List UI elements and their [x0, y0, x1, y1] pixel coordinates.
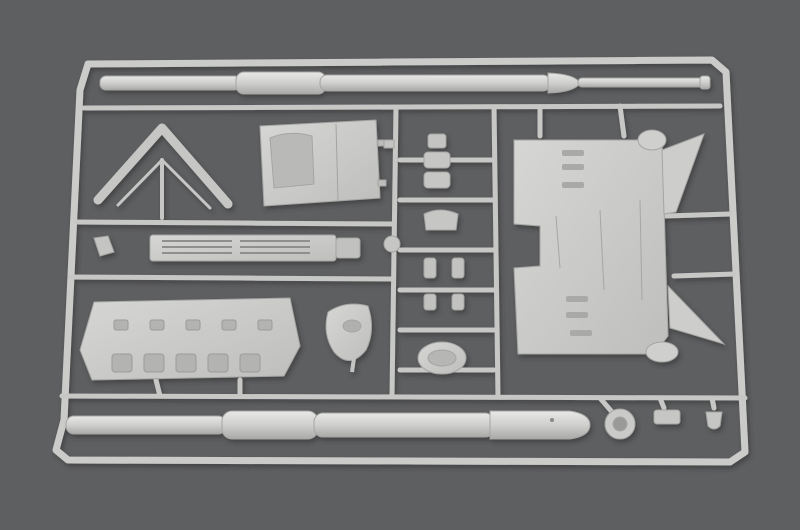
hull-side-part [79, 297, 301, 381]
grille-part [149, 234, 361, 262]
sprue-frame [52, 56, 749, 466]
turret-block [259, 119, 387, 207]
misc-small-part [383, 139, 395, 149]
barrel-bottom [65, 410, 591, 440]
v-frame-part [93, 123, 233, 220]
small-bracket [93, 235, 115, 257]
small-parts-bottom-right [604, 408, 723, 440]
barrel-top [99, 71, 711, 95]
hull-floor-plate [513, 129, 726, 363]
hatch-part [325, 303, 372, 373]
sprue-runners [59, 103, 748, 415]
small-parts-column [383, 133, 467, 375]
